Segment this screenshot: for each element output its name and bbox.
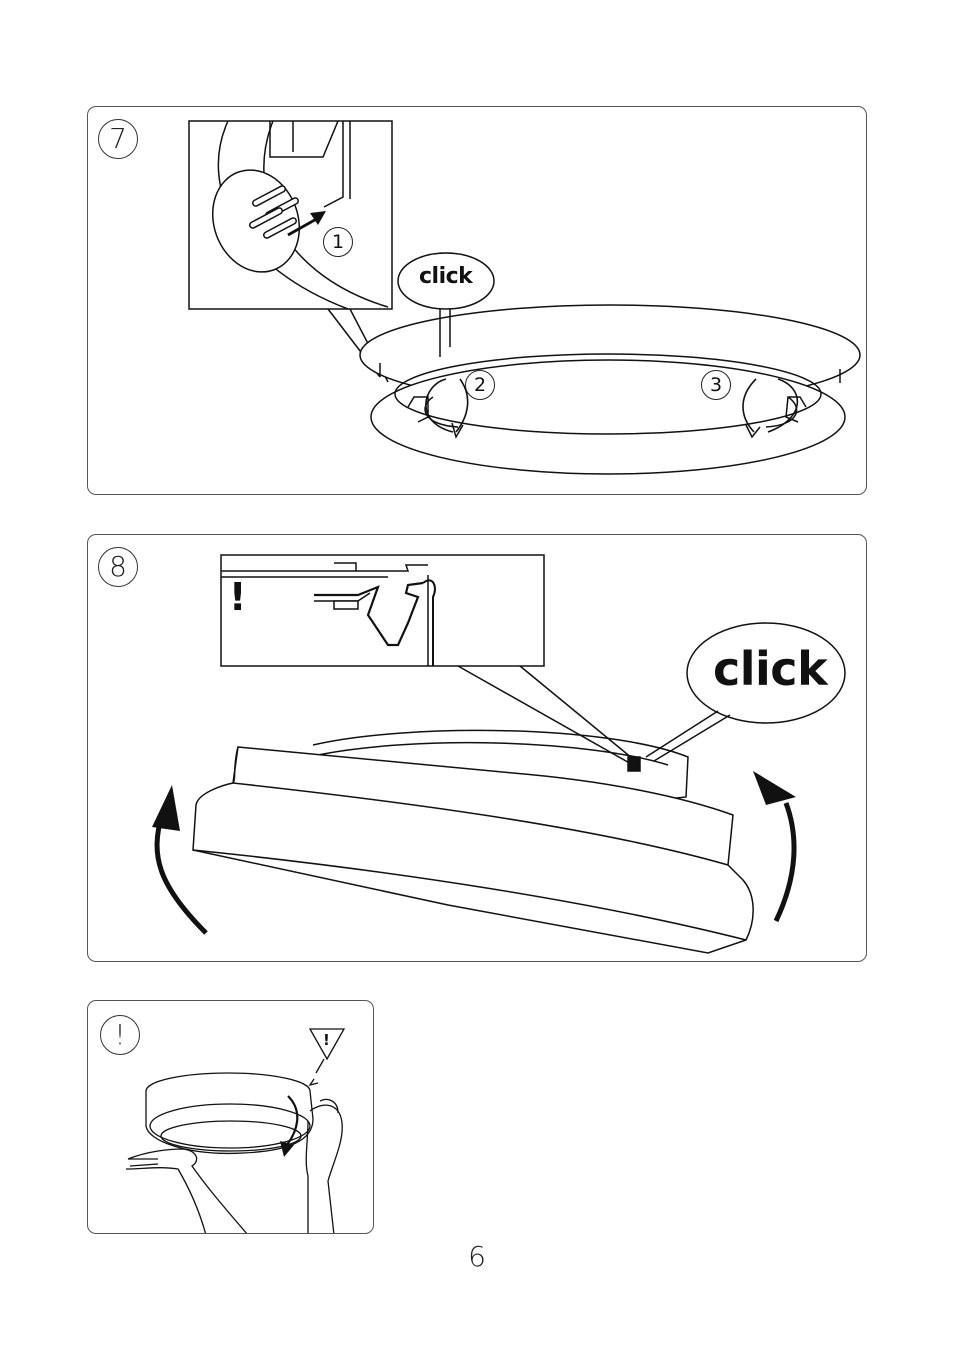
step-8-panel: 8 click ! xyxy=(87,534,867,962)
substep-3-badge: 3 xyxy=(701,370,731,400)
step-7-badge: 7 xyxy=(98,119,138,159)
inset-warning-mark: ! xyxy=(229,575,246,619)
caution-badge: ! xyxy=(100,1015,140,1055)
caution-triangle-mark: ! xyxy=(323,1031,329,1049)
page-number: 6 xyxy=(0,1240,954,1273)
substep-1-badge: 1 xyxy=(323,227,353,257)
step-8-illustration xyxy=(88,535,867,962)
step-7-illustration xyxy=(88,107,867,495)
click-label-small: click xyxy=(419,264,472,289)
click-label-large: click xyxy=(713,642,827,696)
step-7-panel: 7 click 1 2 3 xyxy=(87,106,867,495)
caution-panel: ! ! xyxy=(87,1000,374,1234)
step-8-badge: 8 xyxy=(98,547,138,587)
substep-2-badge: 2 xyxy=(465,370,495,400)
